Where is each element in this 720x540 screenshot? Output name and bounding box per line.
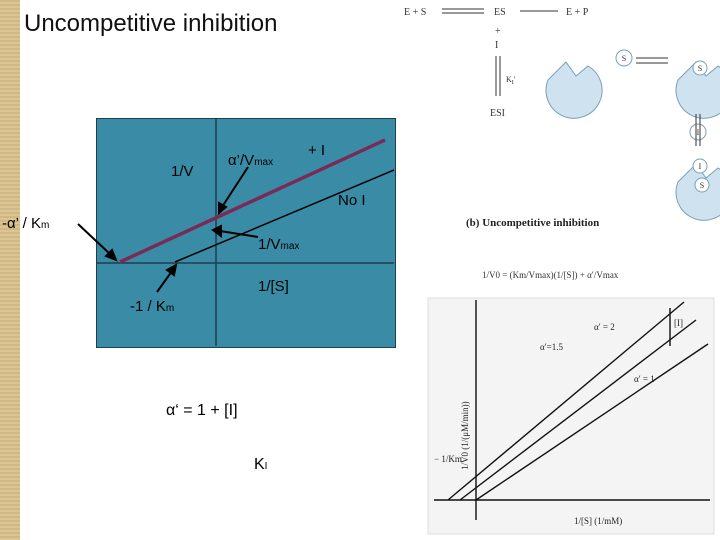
- reference-label-alpha-2: α′ = 2: [594, 322, 615, 332]
- reference-y-axis-label: 1/V0 (1/(μM/min)): [460, 401, 470, 470]
- scheme-plus-text: +: [495, 26, 501, 37]
- intercept-label: 1/Vmax: [258, 236, 300, 253]
- reference-caption: (b) Uncompetitive inhibition: [466, 217, 599, 229]
- neg-km-label: -1 / Km: [130, 298, 175, 315]
- reference-figure: E + S ES E + P + I KI′ ESI S S I I S (b: [404, 7, 720, 535]
- intercept-pointer-arrowhead: [211, 224, 222, 238]
- enzyme-es-shape: [675, 61, 720, 119]
- reference-label-increasing-i: [I]: [674, 318, 683, 328]
- intercept-pointer-arrow: [219, 230, 259, 238]
- x-axis-label: 1/[S]: [258, 278, 289, 295]
- alpha-formula-denominator: KI: [254, 456, 268, 473]
- scheme-es-text: E + S: [404, 7, 426, 18]
- y-axis-label: 1/V: [171, 163, 194, 180]
- bound-inhibitor-token: [692, 158, 708, 174]
- reference-label-alpha-1: α′ = 1: [634, 374, 655, 384]
- bound-substrate-esi-token-label: S: [700, 181, 704, 190]
- reference-label-alpha-15: α′=1.5: [540, 342, 564, 352]
- enzyme-esi-shape: [675, 163, 720, 221]
- bound-substrate-token: [692, 60, 708, 76]
- slope-pointer-arrowhead: [218, 201, 228, 216]
- scheme-esi-text: ESI: [490, 108, 505, 119]
- slide-title: Uncompetitive inhibition: [24, 10, 278, 37]
- enzyme-free-shape: [545, 61, 603, 119]
- reference-label-neg-km: − 1/Km: [434, 454, 462, 464]
- plus-inhibitor-label: + I: [308, 142, 326, 159]
- neg-km-pointer-arrowhead: [165, 263, 178, 277]
- reference-equation: 1/V0 = (Km/Vmax)(1/[S]) + α′/Vmax: [482, 270, 619, 280]
- bound-inhibitor-token-label: I: [699, 162, 702, 171]
- scheme-ki-text: KI′: [506, 75, 516, 86]
- no-inhibitor-label: No I: [338, 192, 366, 209]
- slide-sidebar-decoration: [0, 0, 20, 540]
- neg-alpha-km-label: -α’ / Km: [2, 215, 50, 232]
- reference-line-alpha-15: [459, 319, 697, 501]
- neg-km-pointer-arrow: [156, 270, 173, 293]
- slope-pointer-arrow: [221, 166, 249, 208]
- reference-line-alpha-2: [447, 301, 685, 501]
- neg-alpha-km-pointer-arrow: [77, 223, 111, 255]
- inhibitor-token-label: I: [697, 128, 700, 137]
- scheme-i-text: I: [495, 40, 498, 51]
- substrate-token-label: S: [622, 54, 626, 63]
- no-inhibitor-line: [174, 169, 395, 263]
- substrate-token: [615, 49, 633, 67]
- main-plot-overlay: [77, 118, 395, 346]
- slope-label: α’/Vmax: [228, 152, 274, 169]
- reference-x-axis-label: 1/[S] (1/mM): [574, 516, 622, 526]
- alpha-formula: α‘ = 1 + [I]: [166, 402, 238, 419]
- neg-alpha-km-pointer-arrowhead: [104, 248, 118, 262]
- inhibited-line: [119, 138, 386, 264]
- scheme-complex-text: ES: [494, 7, 506, 18]
- scheme-product-text: E + P: [566, 7, 589, 18]
- bound-substrate-esi-token: [694, 177, 710, 193]
- reference-line-alpha-1: [475, 343, 709, 501]
- inhibitor-token: [689, 123, 707, 141]
- bound-substrate-token-label: S: [698, 64, 702, 73]
